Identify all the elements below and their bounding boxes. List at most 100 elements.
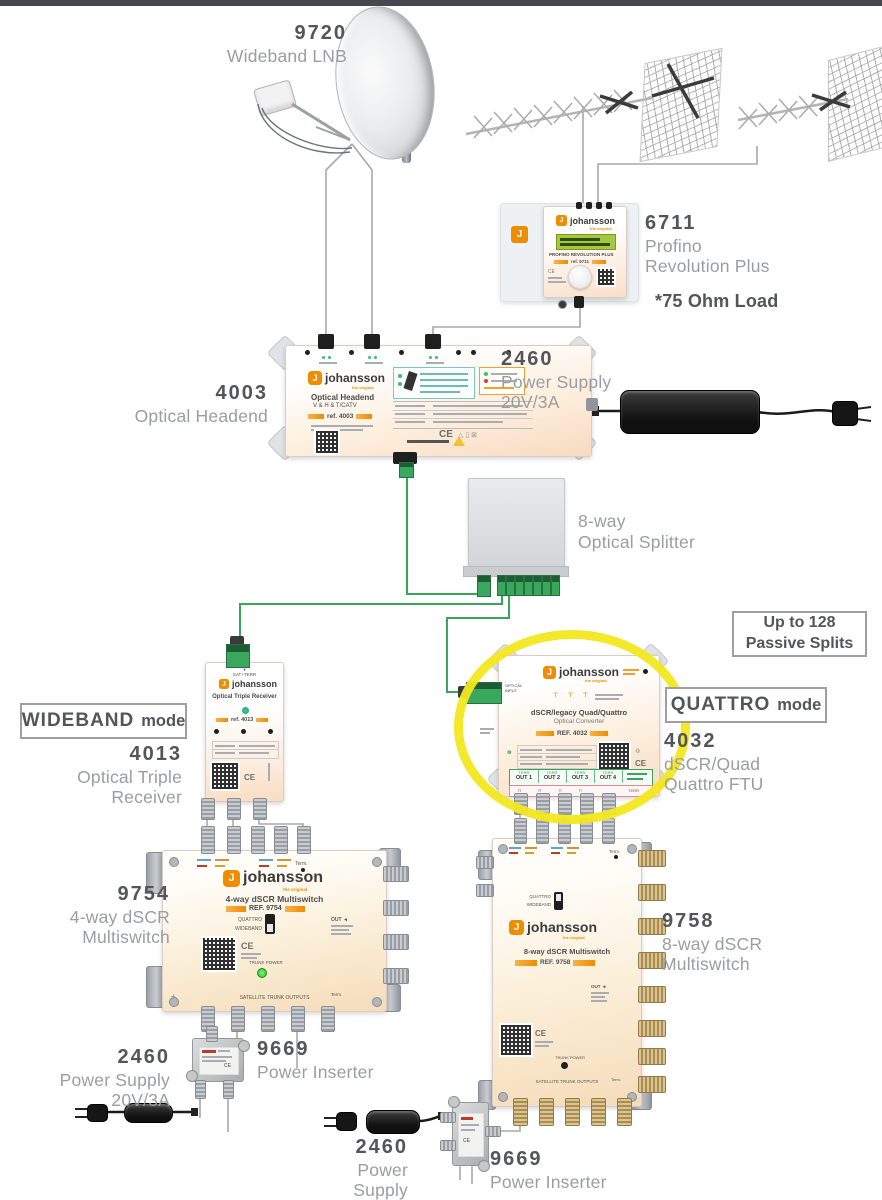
label-75ohm: *75 Ohm Load	[655, 291, 815, 312]
profino-output-connector	[574, 296, 584, 308]
label-4032: 4032 dSCR/Quad Quattro FTU	[664, 730, 794, 795]
label-2460-bl: 2460 Power Supply 20V/3A	[58, 1046, 170, 1111]
psu-top-adapter	[620, 390, 760, 434]
antenna1-boom	[465, 96, 653, 136]
inserter-bl-out-connector-2	[223, 1080, 234, 1099]
headend-title: Optical Headend	[311, 393, 375, 402]
dc-cable-psu-br	[417, 1114, 442, 1123]
ms8-out-label: OUT ◄	[591, 984, 607, 989]
headend-qr-code	[314, 429, 340, 455]
ms8-output-connector-1	[513, 1098, 528, 1126]
ms4-input-connector-5	[297, 826, 311, 854]
badge-wideband-mode-word: mode	[141, 711, 186, 730]
label-4032-name1: dSCR/Quad	[664, 753, 761, 774]
brand-initial: J	[516, 229, 523, 240]
label-2460-top-num: 2460	[501, 348, 554, 370]
ms8-left-port-2	[476, 884, 494, 897]
inserter-bl-out-connector-1	[195, 1080, 206, 1099]
ms4-input-connector-2	[227, 826, 241, 854]
label-4013: 4013 Optical Triple Receiver	[50, 743, 182, 808]
headend-input-connector-2	[364, 334, 380, 349]
headend-led-legend	[479, 367, 525, 395]
highlight-circle	[454, 630, 690, 824]
splitter-output-connector	[506, 575, 515, 596]
label-6711: 6711 Profino Revolution Plus	[645, 212, 795, 277]
label-4003: 4003 Optical Headend	[120, 382, 268, 426]
headend-input-connector-1	[318, 334, 334, 349]
headend-fiber-port	[393, 452, 417, 464]
ms8-left-port-1	[476, 856, 494, 869]
profino-lcd	[556, 234, 616, 250]
ms8-title: 8-way dSCR Multiswitch	[523, 947, 611, 956]
headend-ce-mark: CE	[439, 429, 453, 440]
label-2460-bl-name1: Power Supply	[59, 1069, 170, 1090]
splitter-input-connector	[477, 575, 491, 597]
receiver-top-label: SAT+TERR	[232, 672, 257, 677]
ms8-input-connector-1	[514, 818, 527, 844]
headend-status-table	[393, 367, 475, 399]
psu-br-mains-plug	[336, 1112, 357, 1131]
ms4-out-label: OUT ◄	[331, 917, 348, 923]
ms8-output-connector-2	[539, 1098, 554, 1126]
receiver-ref: ref. 4013	[231, 717, 254, 723]
satellite-dish	[250, 0, 445, 180]
headend-fiber-connector	[399, 462, 414, 478]
johansson-logo: J johansson	[308, 371, 385, 385]
badge-passive-line1: Up to 128	[763, 614, 836, 632]
receiver-output-connector-3	[253, 798, 267, 820]
badge-wideband-mode: WIDEBAND mode	[20, 703, 187, 739]
dc-tip-bl	[191, 1108, 198, 1116]
ms8-input-connector-5	[602, 818, 615, 844]
device-headend-4003: J johansson the original Optical Headend…	[285, 345, 592, 457]
device-multiswitch-9758: Term. QUATTRO WIDEBAND J johansson the o…	[492, 838, 642, 1107]
label-2460-bl-name2: 20V/3A	[111, 1090, 170, 1111]
label-4013-num: 4013	[129, 743, 182, 765]
ms8-side-connector-1	[638, 850, 666, 867]
ms4-switch-label-quattro: QUATTRO	[237, 917, 262, 923]
inserter-bl-ear	[186, 1070, 198, 1082]
badge-quattro-mode-word: mode	[777, 695, 822, 714]
label-9720: 9720 Wideband LNB	[200, 22, 347, 66]
brand-sub: the original	[283, 887, 308, 892]
receiver-output-connector-1	[201, 798, 215, 820]
ms8-output-connector-3	[565, 1098, 580, 1126]
inserter-br-ear	[478, 1160, 490, 1172]
ms8-qr-code	[499, 1023, 533, 1057]
brand-sub: the original	[352, 385, 374, 390]
label-9669-br: 9669 Power Inserter	[490, 1148, 630, 1192]
label-75ohm-text: *75 Ohm Load	[655, 291, 779, 311]
ms4-qr-code	[201, 936, 237, 972]
receiver-top-arrow: ▼	[242, 667, 247, 672]
ms4-mode-switch	[265, 914, 275, 934]
ms8-ref: REF. 9758	[540, 959, 571, 966]
label-2460-top-name2: 20V/3A	[501, 392, 560, 413]
page-top-border	[0, 0, 882, 6]
plug-prong-top-1	[855, 406, 872, 410]
inserter-br-port-1	[440, 1112, 456, 1123]
ms8-output-connector-5	[617, 1098, 632, 1126]
splitter-output-connector	[515, 575, 524, 596]
label-4013-name1: Optical Triple	[77, 766, 182, 787]
headend-ref: ref. 4003	[327, 413, 354, 420]
label-4032-name2: Quattro FTU	[664, 774, 764, 795]
ms4-trunk-power-label: TRUNK POWER	[249, 960, 283, 965]
ms4-side-connector-3	[383, 934, 409, 950]
receiver-qr-code	[210, 761, 240, 791]
receiver-fiber-cap	[230, 636, 244, 646]
splitter-output-connector	[533, 575, 542, 596]
label-4003-name: Optical Headend	[134, 405, 268, 426]
label-9669-bl: 9669 Power Inserter	[257, 1038, 397, 1082]
profino-ref: ref. 6711	[571, 259, 590, 264]
label-9720-num: 9720	[294, 22, 347, 44]
ms8-switch-label-wideband: WIDEBAND	[526, 902, 551, 907]
ms8-side-connector-2	[638, 884, 666, 901]
johansson-logo: J johansson	[509, 919, 597, 935]
device-receiver-4013: ▼ SAT+TERR J johansson Optical Triple Re…	[205, 662, 284, 802]
psu-br-adapter	[366, 1110, 420, 1134]
ms8-term-label: Term.	[609, 849, 621, 854]
johansson-logo-icon: J	[223, 869, 240, 887]
ms8-ce-mark: CE	[535, 1029, 547, 1038]
label-2460-br-num: 2460	[355, 1136, 408, 1158]
brand-name: johansson	[570, 215, 616, 226]
badge-passive-splits: Up to 128 Passive Splits	[732, 611, 867, 657]
